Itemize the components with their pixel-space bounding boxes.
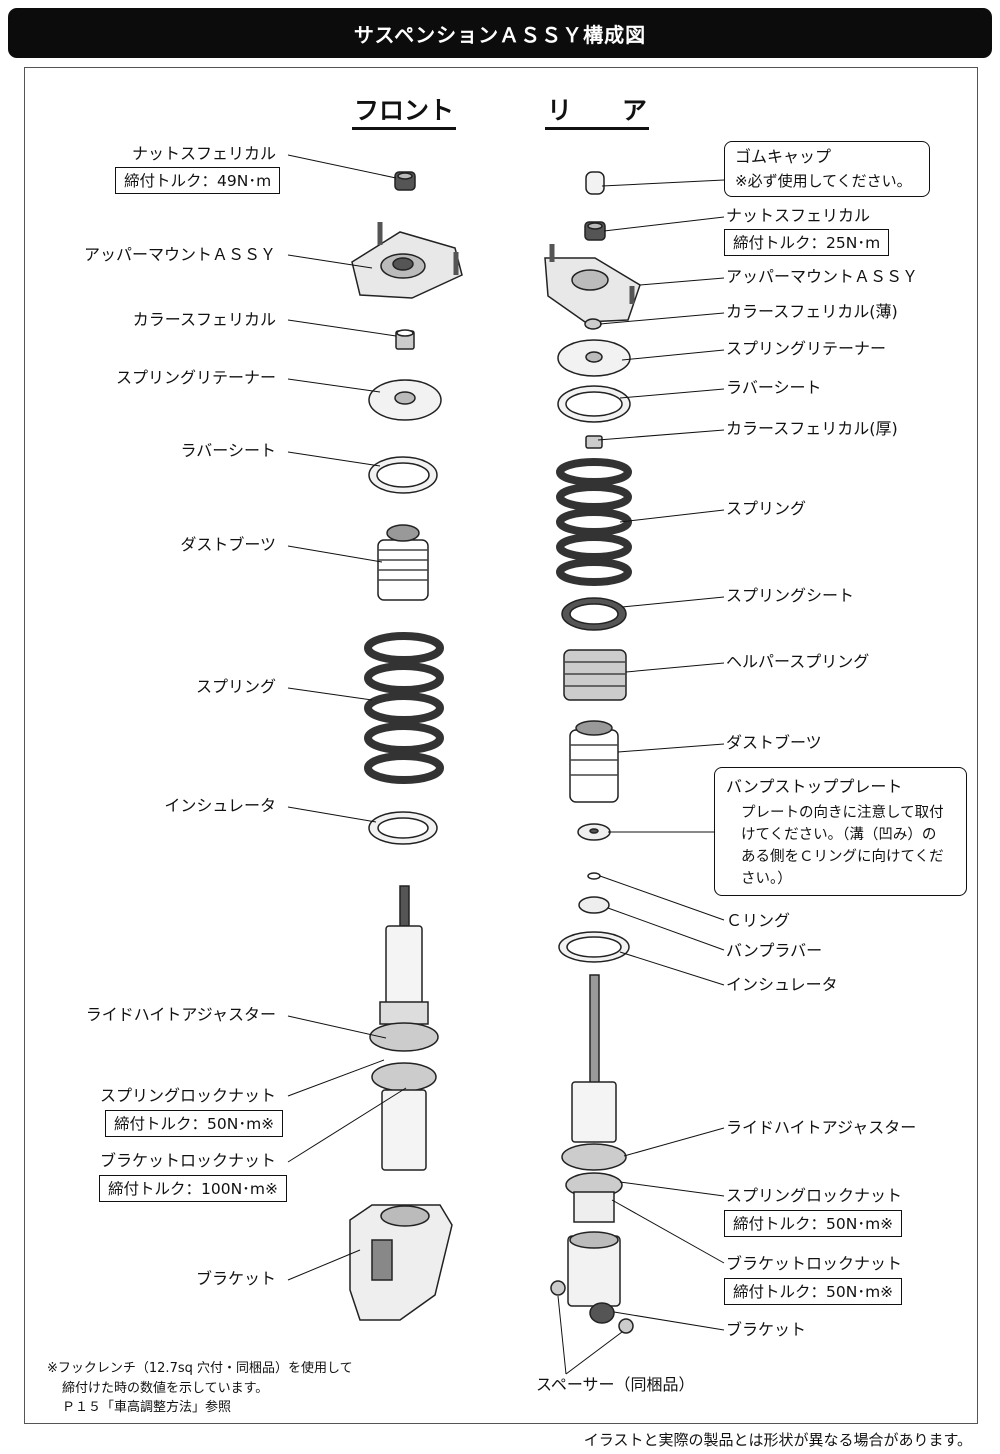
rear-collar-thick-label: カラースフェリカル(厚) xyxy=(726,419,898,438)
rear-rubber-cap-box: ゴムキャップ ※必ず使用してください。 xyxy=(724,141,930,197)
front-spring-lock-label: スプリングロックナット xyxy=(99,1086,276,1105)
front-damper-icon xyxy=(369,885,439,1171)
rear-heading: リ ア xyxy=(545,96,650,130)
rear-insulator-icon xyxy=(558,931,630,963)
front-insulator-icon xyxy=(368,811,438,845)
rear-bump-plate-note-1: プレートの向きに注意して取付 xyxy=(741,805,944,821)
rear-retainer-label: スプリングリテーナー xyxy=(726,339,887,358)
rear-bump-plate-icon xyxy=(577,823,611,841)
footnote-line-3: Ｐ１５「車高調整方法」参照 xyxy=(62,1400,232,1415)
rear-rubber-cap-label: ゴムキャップ xyxy=(735,147,832,166)
rear-bracket-lock-torque: 締付トルク：50N･m※ xyxy=(724,1278,903,1305)
rear-insulator-label: インシュレータ xyxy=(726,975,838,994)
rear-c-ring-icon xyxy=(587,872,601,880)
rear-retainer-icon xyxy=(557,339,631,377)
rear-bump-plate-label: バンプストッププレート xyxy=(726,777,903,796)
rear-collar-thin-icon xyxy=(584,318,602,330)
front-nut-spherical-label: ナットスフェリカル xyxy=(131,144,276,163)
front-spring-label: スプリング xyxy=(195,677,276,696)
rear-collar-thin-label: カラースフェリカル(薄) xyxy=(726,302,898,321)
front-bracket-label: ブラケット xyxy=(195,1269,276,1288)
front-collar-label: カラースフェリカル xyxy=(132,310,276,329)
front-retainer-label: スプリングリテーナー xyxy=(115,368,276,387)
front-ride-height-label: ライドハイトアジャスター xyxy=(85,1005,276,1024)
footnote-line-2: 締付けた時の数値を示しています。 xyxy=(62,1381,269,1396)
rear-upper-mount-label: アッパーマウントＡＳＳＹ xyxy=(726,267,919,286)
rear-damper-icon xyxy=(561,974,627,1223)
rear-nut-torque: 締付トルク：25N･m xyxy=(724,229,890,256)
rear-nut-spherical-icon xyxy=(584,221,606,241)
front-upper-mount-label: アッパーマウントＡＳＳＹ xyxy=(83,245,276,264)
rear-bracket-lock-label: ブラケットロックナット xyxy=(726,1254,903,1273)
front-spring-icon xyxy=(364,632,444,784)
rear-c-ring-label: Ｃリング xyxy=(726,911,791,930)
rear-rubber-seat-icon xyxy=(557,385,631,423)
front-bracket-icon xyxy=(349,1204,453,1321)
rear-bump-plate-note-2: けてください。（溝（凹み）の xyxy=(741,827,937,843)
rear-bump-plate-box: バンプストッププレート プレートの向きに注意して取付 けてください。（溝（凹み）… xyxy=(714,767,967,896)
front-retainer-icon xyxy=(368,379,442,421)
front-spring-lock-torque: 締付トルク：50N･m※ xyxy=(105,1110,284,1137)
title-bar: サスペンションＡＳＳＹ構成図 xyxy=(8,8,992,58)
rear-rubber-seat-label: ラバーシート xyxy=(726,378,822,397)
front-bracket-lock-label: ブラケットロックナット xyxy=(99,1151,276,1170)
diagram-frame xyxy=(24,67,978,1424)
rear-bump-rubber-icon xyxy=(578,896,610,914)
rear-spring-seat-icon xyxy=(561,597,627,631)
rear-bump-plate-note-4: さい。） xyxy=(741,871,792,887)
front-rubber-seat-icon xyxy=(368,456,438,494)
disclaimer: イラストと実際の製品とは形状が異なる場合があります。 xyxy=(583,1431,972,1449)
front-collar-icon xyxy=(395,329,415,350)
footnote-line-1: ※フックレンチ（12.7sq 穴付・同梱品）を使用して xyxy=(47,1361,353,1376)
front-rubber-seat-label: ラバーシート xyxy=(180,441,276,460)
rear-dust-boot-label: ダストブーツ xyxy=(726,733,822,752)
front-bracket-lock-torque: 締付トルク：100N･m※ xyxy=(99,1175,288,1202)
rear-helper-spring-icon xyxy=(563,649,627,701)
front-dust-boot-icon xyxy=(377,524,429,601)
front-insulator-label: インシュレータ xyxy=(164,796,276,815)
rear-spring-lock-torque: 締付トルク：50N･m※ xyxy=(724,1210,903,1237)
rear-rubber-cap-icon xyxy=(585,171,605,195)
rear-spacer-icon xyxy=(550,1280,634,1334)
rear-spring-seat-label: スプリングシート xyxy=(726,586,855,605)
rear-spring-lock-label: スプリングロックナット xyxy=(726,1186,903,1205)
rear-spring-icon xyxy=(556,458,632,586)
rear-nut-spherical-label: ナットスフェリカル xyxy=(726,206,871,225)
rear-collar-thick-icon xyxy=(585,435,603,449)
rear-spring-label: スプリング xyxy=(726,499,807,518)
front-nut-spherical-icon xyxy=(394,171,416,191)
front-nut-torque: 締付トルク：49N･m xyxy=(115,167,281,194)
rear-dust-boot-icon xyxy=(569,720,619,803)
rear-rubber-cap-note: ※必ず使用してください。 xyxy=(735,172,912,190)
front-heading: フロント xyxy=(352,96,457,130)
leader-lines xyxy=(287,154,725,1375)
rear-bracket-label: ブラケット xyxy=(726,1320,807,1339)
rear-spacer-label: スペーサー（同梱品） xyxy=(536,1375,695,1394)
rear-bracket-icon xyxy=(567,1231,621,1324)
rear-bump-rubber-label: バンプラバー xyxy=(726,941,823,960)
rear-upper-mount-icon xyxy=(544,244,641,323)
rear-helper-spring-label: ヘルパースプリング xyxy=(726,652,870,671)
rear-ride-height-label: ライドハイトアジャスター xyxy=(726,1118,917,1137)
page-title: サスペンションＡＳＳＹ構成図 xyxy=(353,22,647,47)
rear-bump-plate-note-3: ある側をＣリングに向けてくだ xyxy=(741,849,944,865)
front-upper-mount-icon xyxy=(351,222,463,299)
front-dust-boot-label: ダストブーツ xyxy=(180,535,276,554)
